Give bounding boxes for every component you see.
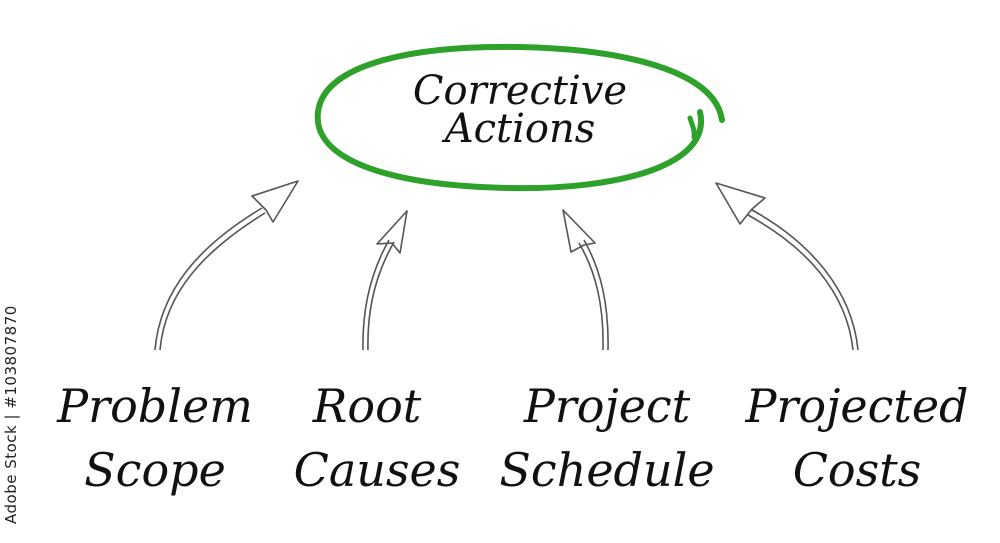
center-ellipse-tail: [687, 115, 697, 140]
stock-watermark: Adobe Stock | #103807870: [2, 305, 20, 525]
item-project-schedule-line1: Project: [523, 379, 691, 433]
center-ellipse: [314, 43, 725, 192]
item-root-causes: Root Causes: [282, 378, 472, 498]
item-projected-costs-line2: Costs: [792, 443, 922, 497]
arrow-root-causes: [362, 210, 408, 351]
arrow-project-schedule: [562, 209, 609, 351]
item-projected-costs: Projected Costs: [732, 378, 982, 498]
center-title-line1: Corrective: [412, 68, 628, 114]
center-title: Corrective Actions: [330, 70, 710, 150]
item-project-schedule-line2: Schedule: [499, 443, 715, 497]
item-root-causes-line1: Root: [312, 379, 422, 433]
item-problem-scope: Problem Scope: [40, 378, 270, 498]
item-root-causes-line2: Causes: [293, 443, 461, 497]
item-projected-costs-line1: Projected: [745, 379, 969, 433]
item-problem-scope-line1: Problem: [57, 379, 253, 433]
arrow-problem-scope: [154, 180, 299, 351]
center-title-line2: Actions: [444, 106, 596, 152]
item-project-schedule: Project Schedule: [492, 378, 722, 498]
arrow-projected-costs: [715, 182, 859, 351]
item-problem-scope-line2: Scope: [84, 443, 226, 497]
